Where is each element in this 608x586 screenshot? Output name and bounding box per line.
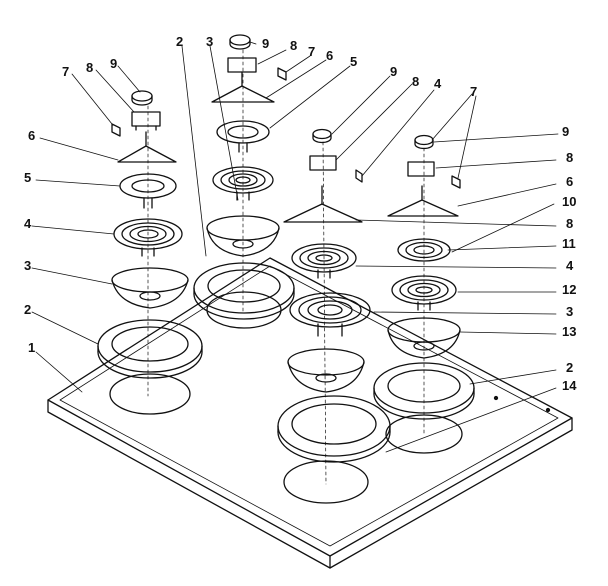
clip-mid <box>355 169 363 183</box>
callout-2c: 2 <box>566 360 573 375</box>
knob-mid <box>312 128 332 144</box>
callout-5b: 5 <box>350 54 357 69</box>
bracket-center <box>211 71 275 103</box>
clip-center <box>277 67 287 81</box>
callout-3a: 3 <box>24 258 31 273</box>
callout-4b: 4 <box>434 76 442 91</box>
receptacle-left <box>131 111 161 131</box>
callout-8d: 8 <box>566 150 573 165</box>
callout-1: 1 <box>28 340 35 355</box>
knob-left <box>131 90 153 106</box>
trim-ring-front <box>277 395 391 463</box>
drip-bowl-front <box>287 348 365 393</box>
knob-right <box>414 134 434 150</box>
clip-right <box>451 175 461 189</box>
callout-9d: 9 <box>562 124 569 139</box>
clip-left <box>111 123 121 137</box>
callout-8c: 8 <box>412 74 419 89</box>
leader-lines <box>31 41 559 453</box>
callout-7c: 7 <box>470 84 477 99</box>
cooktop-holes <box>109 291 463 504</box>
callout-2a: 2 <box>24 302 31 317</box>
callout-7b: 7 <box>308 44 315 59</box>
surface-unit-mid <box>291 243 357 279</box>
callout-10: 10 <box>562 194 576 209</box>
cooktop-panel <box>47 257 573 569</box>
callout-5a: 5 <box>24 170 31 185</box>
callout-9a: 9 <box>110 56 117 71</box>
callout-8b: 8 <box>290 38 297 53</box>
surface-unit-front <box>289 292 371 337</box>
callout-4c: 4 <box>566 258 574 273</box>
bracket-mid <box>283 185 363 223</box>
callout-3c: 3 <box>566 304 573 319</box>
callout-12: 12 <box>562 282 576 297</box>
callout-4a: 4 <box>24 216 32 231</box>
callout-3b: 3 <box>206 34 213 49</box>
callout-9c: 9 <box>390 64 397 79</box>
callout-6c: 6 <box>566 174 573 189</box>
callout-9b: 9 <box>262 36 269 51</box>
alignment-lines <box>147 49 425 485</box>
trim-ring-left <box>97 319 203 379</box>
callout-13: 13 <box>562 324 576 339</box>
receptacle-center <box>227 57 257 73</box>
bracket-left <box>117 131 177 163</box>
bracket-right <box>387 185 459 217</box>
callouts: 1 2 2 2 3 3 3 4 4 4 5 5 6 6 6 7 7 7 8 8 … <box>24 34 577 393</box>
trim-ring-center <box>193 262 295 320</box>
callout-7a: 7 <box>62 64 69 79</box>
callout-6a: 6 <box>28 128 35 143</box>
callout-11: 11 <box>562 236 576 251</box>
callout-6b: 6 <box>326 48 333 63</box>
drip-bowl-left <box>111 267 189 309</box>
callout-8a: 8 <box>86 60 93 75</box>
knob-center <box>229 34 251 50</box>
callout-8e: 8 <box>566 216 573 231</box>
callout-2b: 2 <box>176 34 183 49</box>
receptacle-right <box>407 161 435 177</box>
callout-14: 14 <box>562 378 577 393</box>
